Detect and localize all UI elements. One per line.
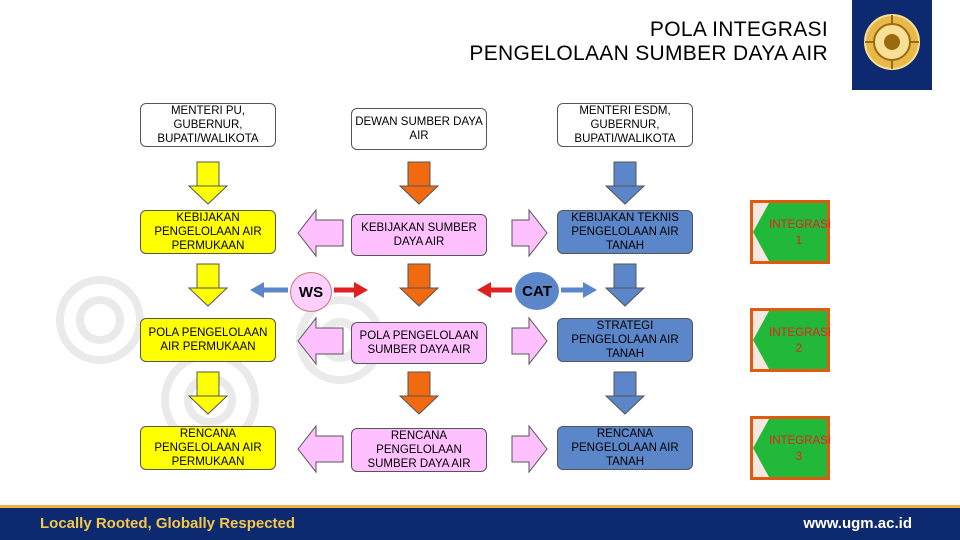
integrasi-3-label: INTEGRASI 3 [769,435,831,463]
page-title: POLA INTEGRASI PENGELOLAAN SUMBER DAYA A… [469,18,828,66]
blue-arrow-from-cat [561,282,597,298]
down-arrow-center-3 [399,371,439,415]
box-rencana-air-permukaan-label: RENCANA PENGELOLAAN AIR PERMUKAAN [154,428,262,468]
integrasi-2-marker: INTEGRASI 2 [750,308,831,372]
down-arrow-left-1 [188,161,228,205]
title-line-2: PENGELOLAAN SUMBER DAYA AIR [469,42,828,65]
cat-label: CAT [515,272,559,310]
ugm-logo-icon [864,14,920,70]
down-arrow-center-1 [399,161,439,205]
red-arrow-from-ws [334,282,368,298]
box-menteri-esdm-label: MENTERI ESDM, GUBERNUR, BUPATI/WALIKOTA [574,105,676,145]
box-menteri-esdm: MENTERI ESDM, GUBERNUR, BUPATI/WALIKOTA [557,103,693,147]
down-arrow-left-2 [188,263,228,307]
pink-arrow-left-row3 [297,316,344,366]
pink-arrow-right-row4 [511,424,548,474]
integrasi-1-marker: INTEGRASI 1 [750,200,831,264]
box-kebijakan-sda: KEBIJAKAN SUMBER DAYA AIR [351,214,487,256]
box-pola-air-permukaan: POLA PENGELOLAAN AIR PERMUKAAN [140,318,276,362]
box-kebijakan-air-tanah: KEBIJAKAN TEKNIS PENGELOLAAN AIR TANAH [557,210,693,254]
box-pola-sda: POLA PENGELOLAAN SUMBER DAYA AIR [351,322,487,364]
integrasi-3-marker: INTEGRASI 3 [750,416,831,480]
ws-label: WS [290,272,332,312]
box-dewan-sda: DEWAN SUMBER DAYA AIR [351,108,487,150]
box-menteri-pu-label: MENTERI PU, GUBERNUR, BUPATI/WALIKOTA [157,105,259,145]
box-kebijakan-sda-label: KEBIJAKAN SUMBER DAYA AIR [361,222,477,248]
box-dewan-sda-label: DEWAN SUMBER DAYA AIR [355,116,483,142]
down-arrow-left-3 [188,371,228,415]
pink-arrow-right-row2 [511,208,548,258]
down-arrow-right-1 [605,161,645,205]
title-line-1: POLA INTEGRASI [649,18,828,41]
integrasi-3-shape [753,419,827,477]
box-strategi-air-tanah-label: STRATEGI PENGELOLAAN AIR TANAH [571,320,679,360]
box-kebijakan-air-permukaan: KEBIJAKAN PENGELOLAAN AIR PERMUKAAN [140,210,276,254]
footer-bar [0,508,960,540]
down-arrow-right-2 [605,263,645,307]
box-pola-sda-label: POLA PENGELOLAAN SUMBER DAYA AIR [359,330,479,356]
box-kebijakan-air-tanah-label: KEBIJAKAN TEKNIS PENGELOLAAN AIR TANAH [571,212,679,252]
box-strategi-air-tanah: STRATEGI PENGELOLAAN AIR TANAH [557,318,693,362]
box-menteri-pu: MENTERI PU, GUBERNUR, BUPATI/WALIKOTA [140,103,276,147]
integrasi-2-shape [753,311,827,369]
pink-arrow-left-row4 [297,424,344,474]
box-kebijakan-air-permukaan-label: KEBIJAKAN PENGELOLAAN AIR PERMUKAAN [154,212,262,252]
box-rencana-air-tanah-label: RENCANA PENGELOLAAN AIR TANAH [571,428,679,468]
box-rencana-sda-label: RENCANA PENGELOLAAN SUMBER DAYA AIR [367,430,471,470]
integrasi-1-label: INTEGRASI 1 [769,219,831,247]
footer-slogan: Locally Rooted, Globally Respected [40,515,296,532]
down-arrow-right-3 [605,371,645,415]
footer-accent-line [0,505,960,508]
box-rencana-sda: RENCANA PENGELOLAAN SUMBER DAYA AIR [351,428,487,472]
box-rencana-air-tanah: RENCANA PENGELOLAAN AIR TANAH [557,426,693,470]
pink-arrow-left-row2 [297,208,344,258]
integrasi-2-label: INTEGRASI 2 [769,327,831,355]
pink-arrow-right-row3 [511,316,548,366]
red-arrow-to-center [477,282,512,298]
box-rencana-air-permukaan: RENCANA PENGELOLAAN AIR PERMUKAAN [140,426,276,470]
footer-url-link[interactable]: www.ugm.ac.id [803,515,912,532]
box-pola-air-permukaan-label: POLA PENGELOLAAN AIR PERMUKAAN [148,327,268,353]
integrasi-1-shape [753,203,827,261]
down-arrow-center-2 [399,263,439,307]
blue-arrow-to-left [250,282,288,298]
